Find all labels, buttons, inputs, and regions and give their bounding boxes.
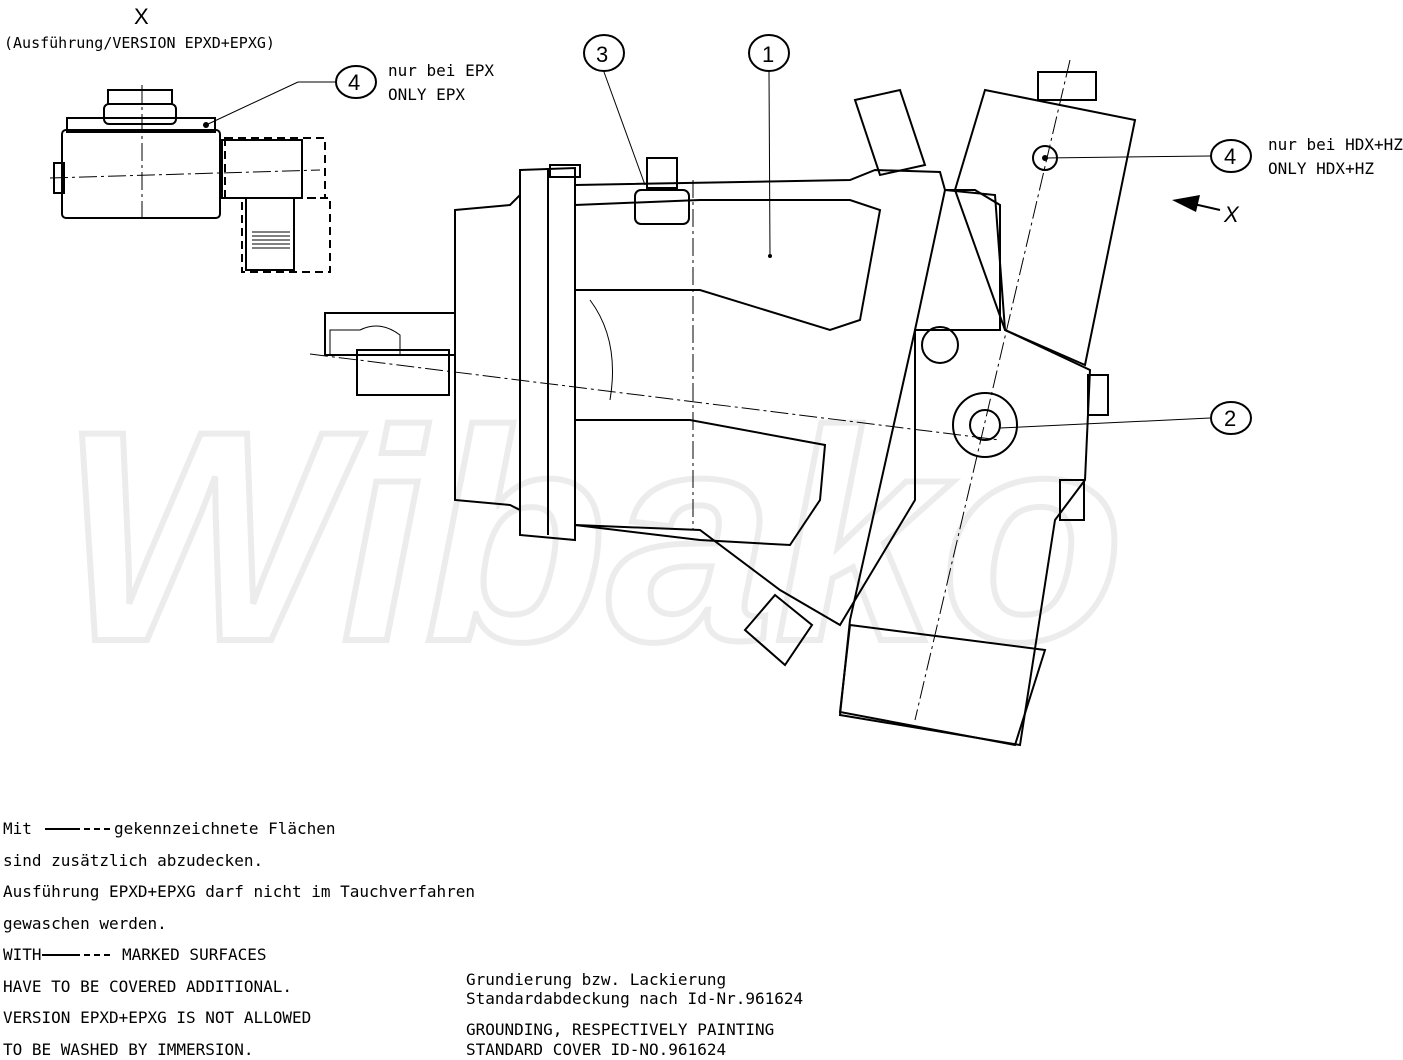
note-line: gewaschen werden. [3,914,167,933]
callout-note-en: ONLY EPX [388,85,465,104]
callout-4-main: 4 nur bei HDX+HZ ONLY HDX+HZ [1044,135,1403,178]
callout-3: 3 [583,34,646,186]
callout-note-en: ONLY HDX+HZ [1268,159,1374,178]
note-line: VERSION EPXD+EPXG IS NOT ALLOWED [3,1008,311,1027]
detail-view-label: X [134,4,149,29]
callout-number: 4 [1224,144,1236,169]
callout-4-detail [335,65,377,99]
detail-view-solenoid: X (Ausführung/VERSION EPXD+EPXG) 4 nur b… [4,4,494,273]
callout-note-de: nur bei HDX+HZ [1268,135,1403,154]
callout-note-de: nur bei EPX [388,61,494,80]
callout-1: 1 [748,34,790,257]
paint-notes: Grundierung bzw. Lackierung Standardabde… [466,970,803,1059]
note-line: WITH [3,945,42,964]
note-line: HAVE TO BE COVERED ADDITIONAL. [3,977,292,996]
view-arrow-label: X [1223,202,1240,227]
note-line: sind zusätzlich abzudecken. [3,851,263,870]
callout-number: 1 [762,42,774,67]
note-line: gekennzeichnete Flächen [114,819,336,838]
notes-block: Mit gekennzeichnete Flächen sind zusätzl… [3,819,475,1059]
watermark-logo: Wibako [60,368,1124,704]
pump-main-view [309,59,1137,747]
paint-note-line: GROUNDING, RESPECTIVELY PAINTING [466,1020,774,1039]
detail-view-caption: (Ausführung/VERSION EPXD+EPXG) [4,34,275,52]
note-line: Mit [3,819,32,838]
callout-number: 3 [596,42,608,67]
note-line: MARKED SURFACES [122,945,267,964]
paint-note-line: Grundierung bzw. Lackierung [466,970,726,989]
note-line: TO BE WASHED BY IMMERSION. [3,1040,253,1059]
callout-number: 2 [1224,406,1236,431]
callout-2: 2 [999,401,1252,435]
note-line: Ausführung EPXD+EPXG darf nicht im Tauch… [3,882,475,901]
paint-note-line: Standardabdeckung nach Id-Nr.961624 [466,989,803,1008]
callout-number: 4 [348,70,360,95]
view-arrow-x: X [1172,195,1240,227]
paint-note-line: STANDARD COVER ID-NO.961624 [466,1040,726,1059]
